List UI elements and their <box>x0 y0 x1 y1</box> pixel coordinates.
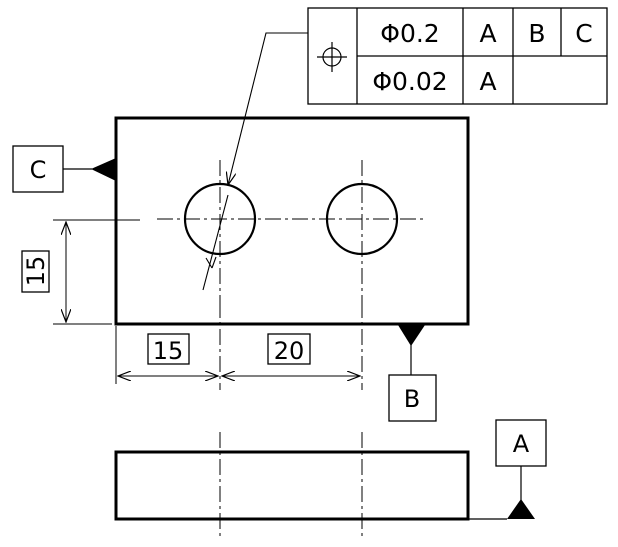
plate-side-view <box>114 450 470 521</box>
fcf-row1-tolerance: Φ0.2 <box>380 19 439 48</box>
diameter-arrow-lower <box>205 257 213 269</box>
datum-b-box <box>388 374 437 422</box>
datum-c-label: C <box>30 156 47 184</box>
datum-c-triangle-icon <box>91 158 116 181</box>
fcf-row1-datum-tertiary: C <box>575 19 592 48</box>
center-lines <box>157 160 427 302</box>
hdim-20-box <box>267 333 311 365</box>
datum-b-label: B <box>404 385 420 413</box>
fcf-row2-datum-primary: A <box>479 67 496 96</box>
hole-right <box>325 182 399 256</box>
feature-control-frame <box>307 7 608 105</box>
diameter-arrow-lower-b <box>211 256 217 269</box>
projection-center-lines <box>219 302 363 540</box>
position-icon <box>317 42 347 72</box>
fcf-leader-line <box>228 32 308 185</box>
hdim-15-label: 15 <box>153 337 184 365</box>
vdim-15-box <box>21 250 50 293</box>
vdim-15-label: 15 <box>22 256 50 287</box>
fcf-row2-tolerance: Φ0.02 <box>372 67 447 96</box>
fcf-row1-datum-secondary: B <box>528 19 545 48</box>
datum-a-triangle-icon <box>507 499 535 519</box>
diameter-tick-line <box>202 194 229 291</box>
hdim-20-label: 20 <box>274 337 305 365</box>
hole-left <box>183 182 257 256</box>
datum-b-triangle-icon <box>398 325 425 346</box>
datum-a-label: A <box>513 430 530 458</box>
hdim-15-box <box>147 333 190 365</box>
fcf-row1-datum-primary: A <box>479 19 496 48</box>
plate-front-view <box>114 116 470 326</box>
